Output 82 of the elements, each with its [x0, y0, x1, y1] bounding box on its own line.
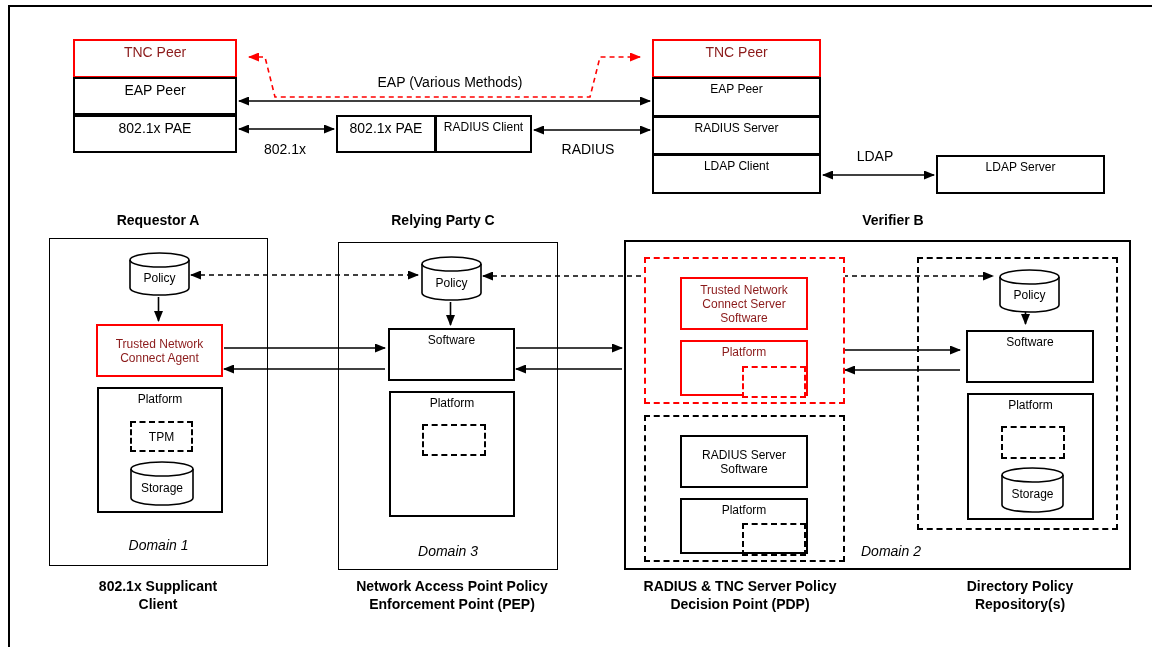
box-label: EAP Peer — [124, 82, 186, 98]
box-label: Platform — [721, 345, 767, 359]
role-caption: Directory Policy Repository(s) — [965, 577, 1075, 613]
component-box — [652, 154, 821, 194]
cylinder-label: Policy — [1013, 288, 1046, 302]
domain-box — [624, 240, 1131, 570]
arrow — [515, 343, 623, 353]
box-label: EAP Peer — [710, 82, 763, 96]
arrow — [844, 345, 961, 355]
dashed-box — [130, 421, 193, 452]
box-label: LDAP Client — [703, 159, 770, 173]
box-label: Software — [1006, 335, 1054, 349]
arrow — [238, 96, 651, 106]
component-box — [435, 115, 532, 153]
dashed-box — [644, 257, 845, 404]
component-box — [336, 115, 436, 153]
box-label: TNC Peer — [705, 44, 768, 60]
component-box — [97, 387, 223, 513]
dashed-box — [917, 257, 1118, 530]
arrow — [223, 364, 386, 374]
role-caption: RADIUS & TNC Server Policy Decision Point (PDP) — [642, 577, 838, 613]
arrow — [223, 343, 386, 353]
domain-label: Domain 1 — [127, 537, 190, 553]
cylinder-label: Policy — [435, 275, 468, 290]
component-box — [73, 77, 237, 115]
box-label: Trusted Network Connect Agent — [114, 336, 205, 365]
dashed-box — [422, 424, 486, 456]
cylinder-label: Policy — [143, 271, 176, 285]
component-box — [73, 115, 237, 153]
dashed-box — [742, 523, 806, 556]
box-label: RADIUS Server — [694, 121, 779, 135]
box-label: RADIUS Client — [443, 120, 524, 134]
section-heading: Relying Party C — [390, 211, 496, 229]
component-box — [680, 277, 808, 330]
arrow — [844, 365, 961, 375]
box-label: 802.1x PAE — [349, 120, 423, 136]
component-box — [967, 393, 1094, 520]
role-caption: 802.1x Supplicant Client — [97, 577, 219, 613]
dashed-box — [1001, 426, 1065, 459]
box-label: 802.1x PAE — [118, 120, 192, 136]
domain-label: Domain 3 — [417, 543, 479, 559]
box-label: TPM — [148, 429, 175, 444]
component-box — [73, 39, 237, 78]
component-box — [680, 498, 808, 554]
component-box — [389, 391, 515, 517]
arrow — [822, 170, 935, 180]
dashed-box — [742, 366, 806, 398]
arrow — [446, 301, 455, 326]
component-box — [652, 39, 821, 78]
domain-box — [49, 238, 268, 566]
box-label: Trusted Network Connect Server Software — [699, 282, 789, 325]
box-label: TNC Peer — [123, 44, 187, 60]
section-heading: Requestor A — [115, 211, 201, 229]
arrow — [515, 364, 623, 374]
box-label: LDAP Server — [985, 160, 1056, 174]
component-box — [652, 77, 821, 117]
component-box — [680, 340, 808, 396]
cylinder-label: Storage — [141, 480, 183, 495]
box-label: Platform — [429, 396, 475, 410]
box-label: RADIUS Server Software — [701, 447, 787, 476]
box-label: Platform — [137, 392, 183, 406]
arrow — [533, 125, 651, 135]
cylinder-label: Storage — [1011, 487, 1054, 501]
component-box — [936, 155, 1105, 194]
component-box — [388, 328, 515, 381]
box-label: Platform — [721, 503, 767, 517]
arrow — [1021, 310, 1030, 325]
component-box — [966, 330, 1094, 383]
component-box — [96, 324, 223, 377]
component-box — [652, 116, 821, 155]
domain-box — [338, 242, 558, 570]
section-heading: Verifier B — [861, 211, 925, 229]
arrow — [154, 296, 163, 322]
dashed-arrow — [190, 270, 419, 280]
role-caption: Network Access Point Policy Enforcement Point (PEP) — [355, 577, 549, 613]
dashed-box — [644, 415, 845, 562]
arrow — [238, 124, 335, 134]
component-box — [680, 435, 808, 488]
box-label: Software — [427, 333, 476, 347]
domain-label: Domain 2 — [861, 543, 921, 559]
box-label: Platform — [1008, 398, 1053, 412]
dashed-arrow — [248, 52, 641, 98]
